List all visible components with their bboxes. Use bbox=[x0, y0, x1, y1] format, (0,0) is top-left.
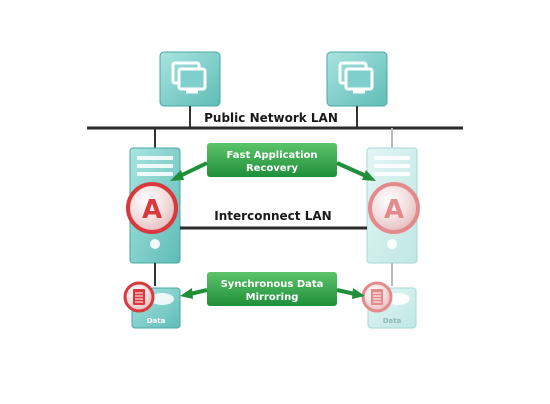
client-workstation-right bbox=[326, 51, 388, 107]
arrow-left-icon bbox=[180, 288, 208, 299]
application-badge-standby: A bbox=[368, 182, 420, 234]
application-badge-primary: A bbox=[126, 182, 178, 234]
monitor-icon bbox=[338, 61, 374, 94]
arrow-right-icon bbox=[336, 288, 365, 299]
mirroring-label-line2: Mirroring bbox=[246, 292, 299, 303]
interconnect-lan-label: Interconnect LAN bbox=[214, 209, 331, 223]
monitor-icon bbox=[171, 61, 207, 94]
mirroring-label-line1: Synchronous Data bbox=[221, 279, 324, 290]
recovery-label-line2: Recovery bbox=[246, 163, 299, 174]
replication-badge-standby bbox=[361, 281, 393, 313]
disk-label: Data bbox=[383, 317, 402, 325]
recovery-callout: Fast Application Recovery bbox=[170, 143, 376, 181]
disk-label: Data bbox=[147, 317, 166, 325]
public-lan-label: Public Network LAN bbox=[204, 111, 338, 125]
application-badge-letter: A bbox=[384, 195, 404, 225]
recovery-label-line1: Fast Application bbox=[227, 150, 318, 161]
mirroring-callout: Synchronous Data Mirroring bbox=[180, 272, 365, 306]
arrow-left-icon bbox=[170, 161, 208, 181]
client-workstation-left bbox=[159, 51, 221, 107]
document-icon bbox=[133, 289, 145, 305]
replication-badge-primary bbox=[123, 281, 155, 313]
document-icon bbox=[371, 289, 383, 305]
arrow-right-icon bbox=[336, 161, 376, 181]
application-badge-letter: A bbox=[142, 195, 162, 225]
